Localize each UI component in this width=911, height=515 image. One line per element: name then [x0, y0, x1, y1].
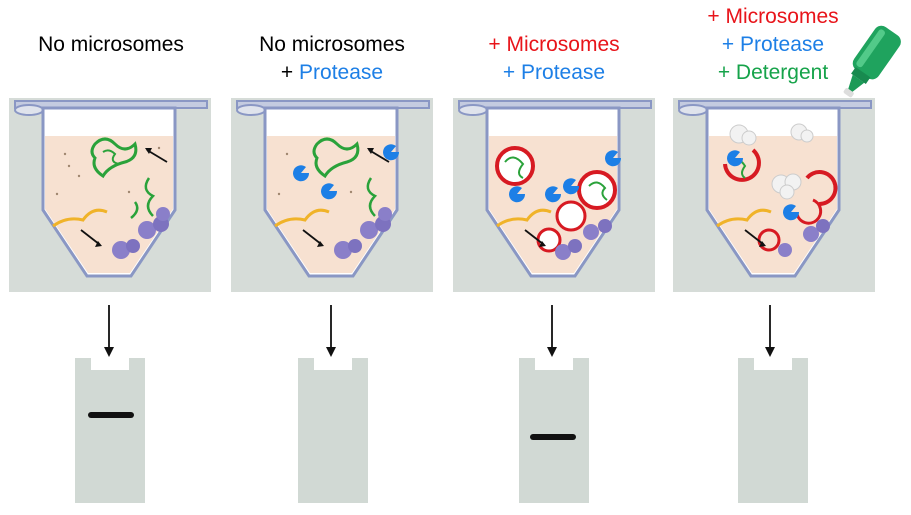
tube-panel-1 — [9, 98, 211, 292]
panel-2-label: No microsomes + Protease — [222, 31, 442, 87]
gel-lane-1 — [75, 358, 145, 503]
tube-panel-2 — [231, 98, 433, 292]
label-line: No microsomes — [38, 33, 184, 56]
protein-band — [88, 412, 134, 418]
plus-sign: + — [280, 61, 300, 84]
down-arrow-icon — [104, 305, 114, 357]
tube-panel-4 — [673, 98, 875, 292]
down-arrow-icon — [547, 305, 557, 357]
protease-text: Protease — [299, 61, 384, 84]
panel-1-label: No microsomes — [1, 31, 221, 59]
gel-lane-3 — [519, 358, 589, 503]
down-arrow-icon — [765, 305, 775, 357]
gel-lane-4 — [738, 358, 808, 503]
label-line: + Protease — [721, 33, 825, 56]
protein-band — [530, 434, 576, 440]
panel-3-label: + Microsomes + Protease — [444, 31, 664, 87]
panel-4-label: + Microsomes + Protease + Detergent — [663, 3, 883, 87]
down-arrow-icon — [326, 305, 336, 357]
gel-lane-2 — [298, 358, 368, 503]
label-line: + Microsomes — [488, 33, 620, 56]
label-line: No microsomes — [259, 33, 405, 56]
label-line: + Microsomes — [707, 5, 839, 28]
label-line: + Protease — [222, 59, 442, 87]
detergent-bottle-icon — [843, 25, 901, 98]
label-line: + Protease — [502, 61, 606, 84]
tube-panel-3 — [453, 98, 655, 292]
label-line: + Detergent — [717, 61, 829, 84]
